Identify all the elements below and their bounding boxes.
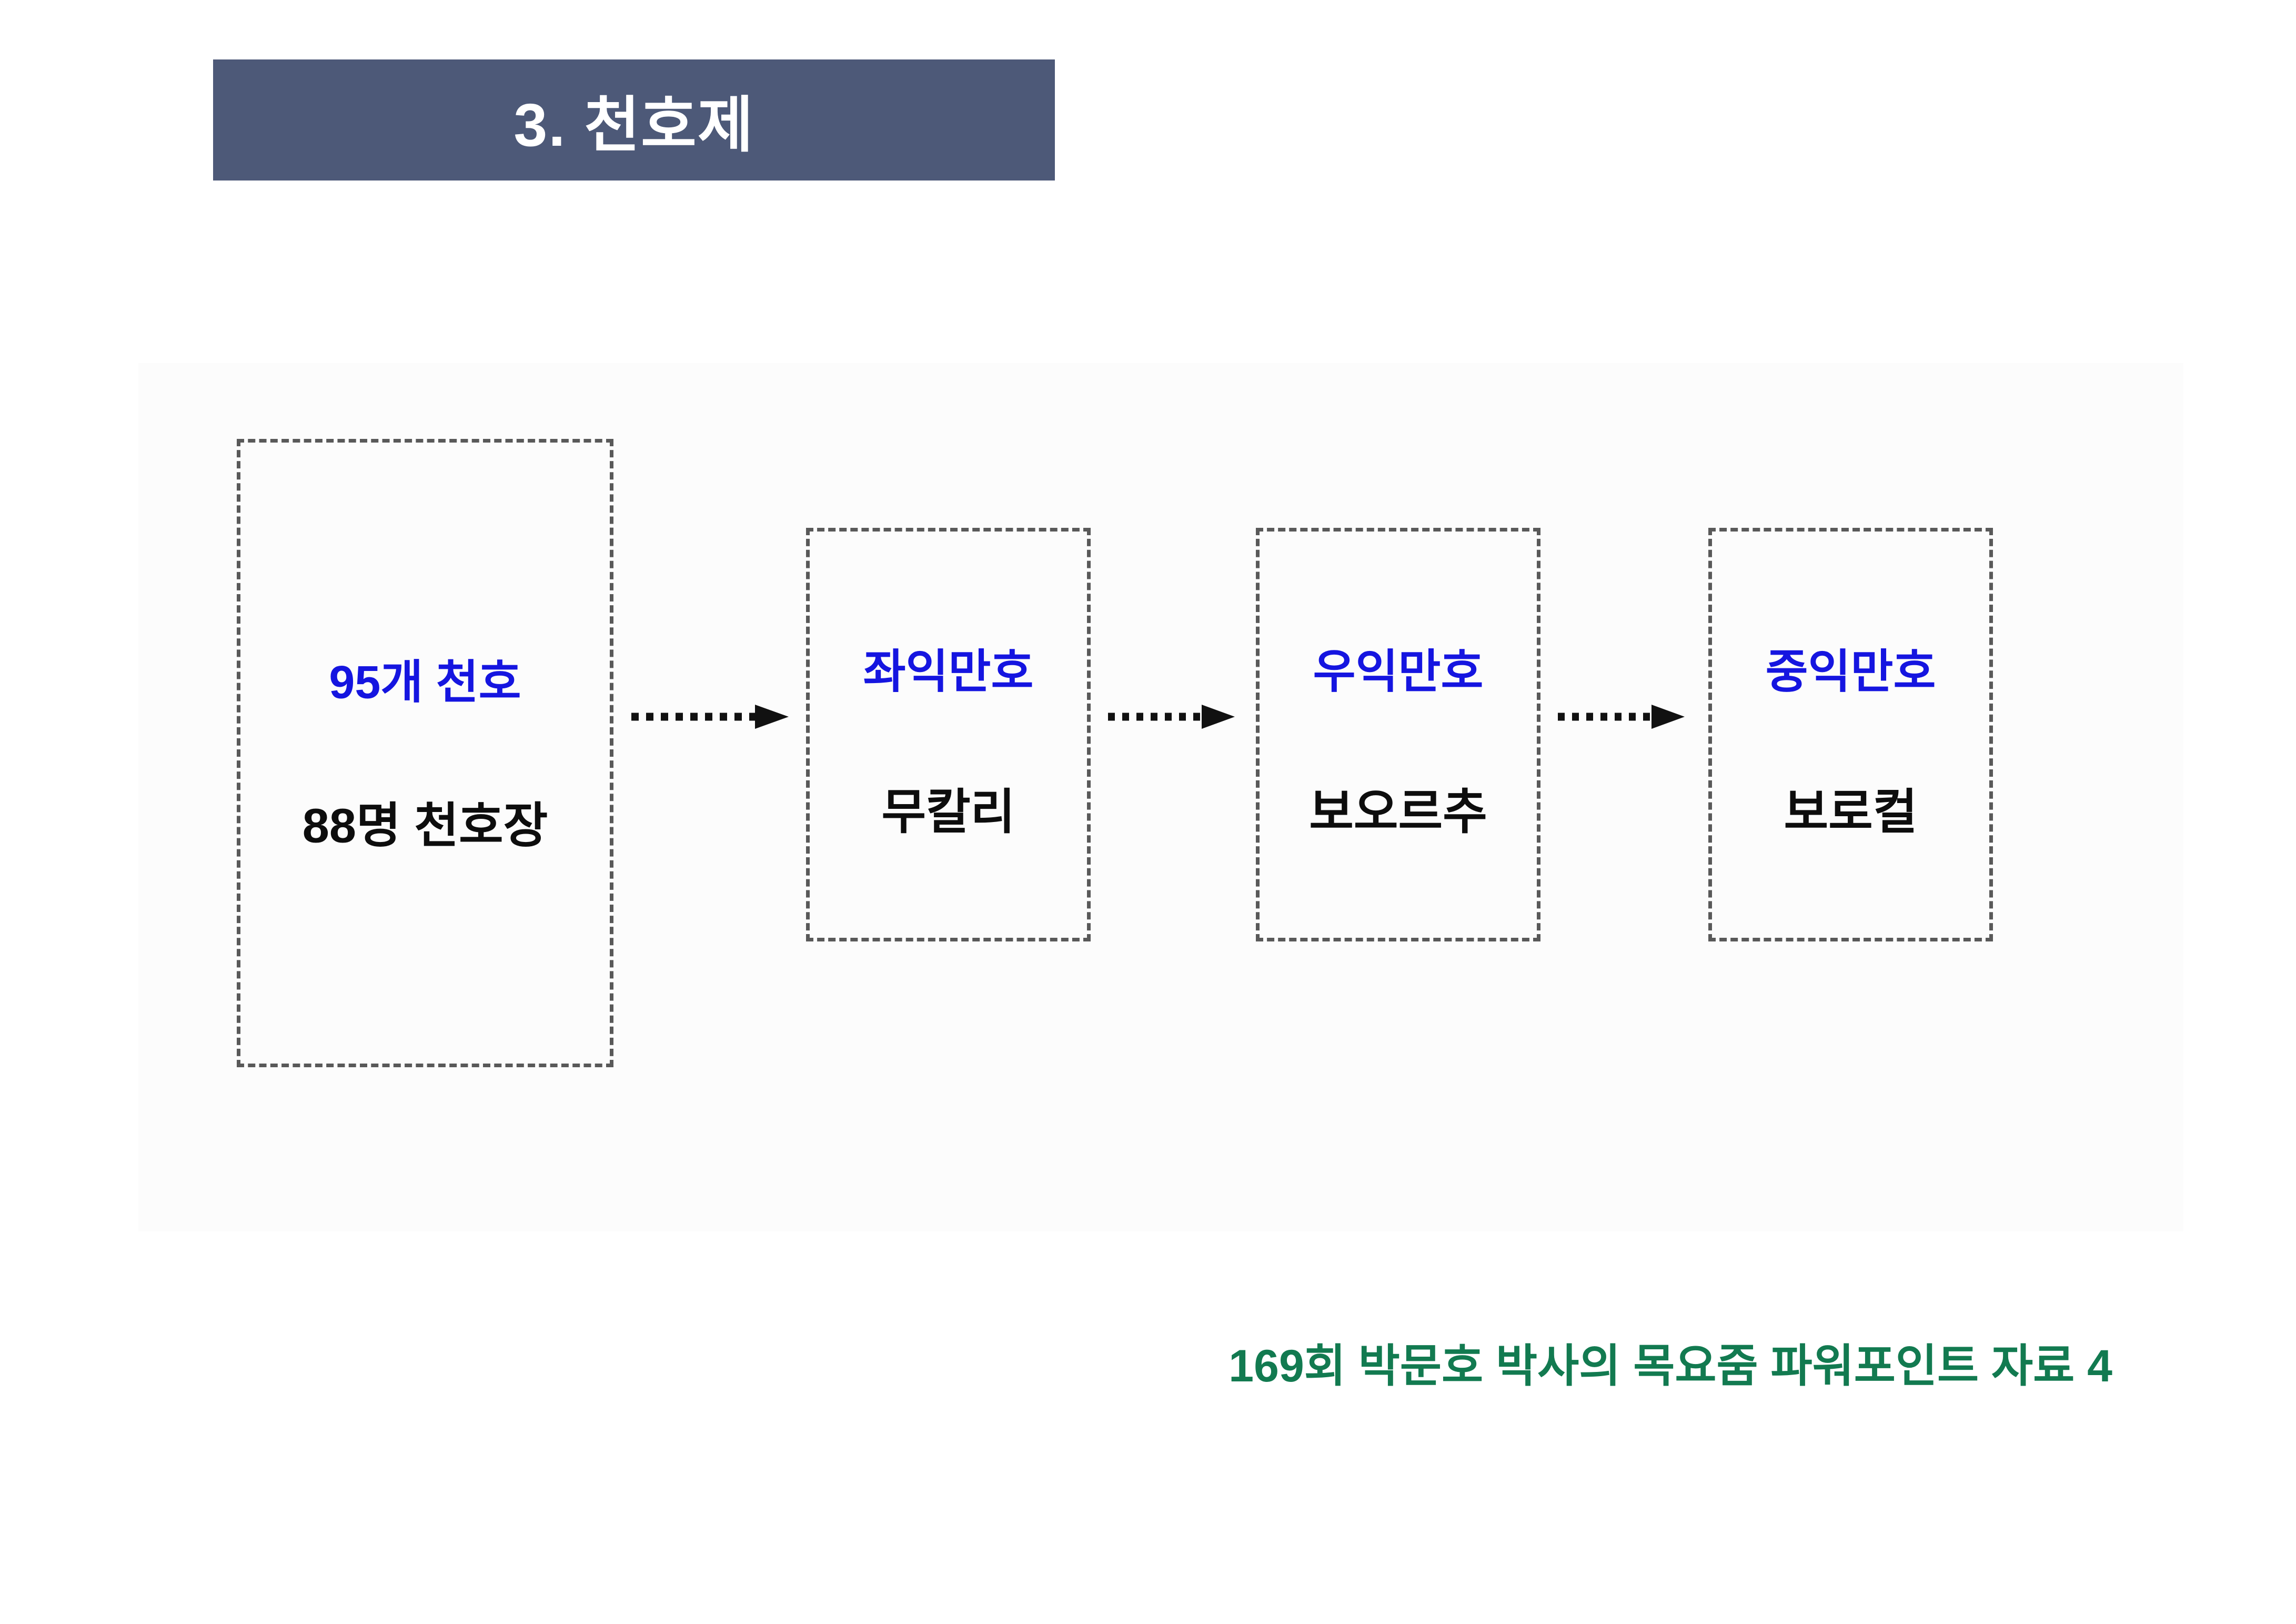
box-center-wing-manho: 중익만호 보로컬 xyxy=(1708,528,1993,941)
dotted-arrow-3 xyxy=(1558,705,1685,729)
box-left-wing-manho: 좌익만호 무칼리 xyxy=(806,528,1091,941)
slide-title-bar: 3. 천호제 xyxy=(213,59,1055,181)
box-center-wing-heading: 중익만호 xyxy=(1765,645,1936,698)
box-center-wing-leader: 보로컬 xyxy=(1784,785,1918,839)
diagram-panel xyxy=(138,363,2183,1231)
dotted-arrow-1 xyxy=(631,705,789,729)
box-left-wing-heading: 좌익만호 xyxy=(863,645,1034,698)
box-cheonho: 95개 천호 88명 천호장 xyxy=(237,439,613,1067)
box-right-wing-leader: 보오르추 xyxy=(1309,785,1487,839)
box-cheonho-leader: 88명 천호장 xyxy=(302,799,548,853)
slide-title: 3. 천호제 xyxy=(513,92,754,159)
box-right-wing-heading: 우익만호 xyxy=(1313,645,1484,698)
box-cheonho-heading: 95개 천호 xyxy=(329,656,521,708)
box-left-wing-leader: 무칼리 xyxy=(881,785,1015,839)
box-right-wing-manho: 우익만호 보오르추 xyxy=(1256,528,1540,941)
dotted-arrow-2 xyxy=(1108,705,1235,729)
source-caption: 169회 박문호 박사의 목요줌 파워포인트 자료 4 xyxy=(1228,1341,2112,1391)
